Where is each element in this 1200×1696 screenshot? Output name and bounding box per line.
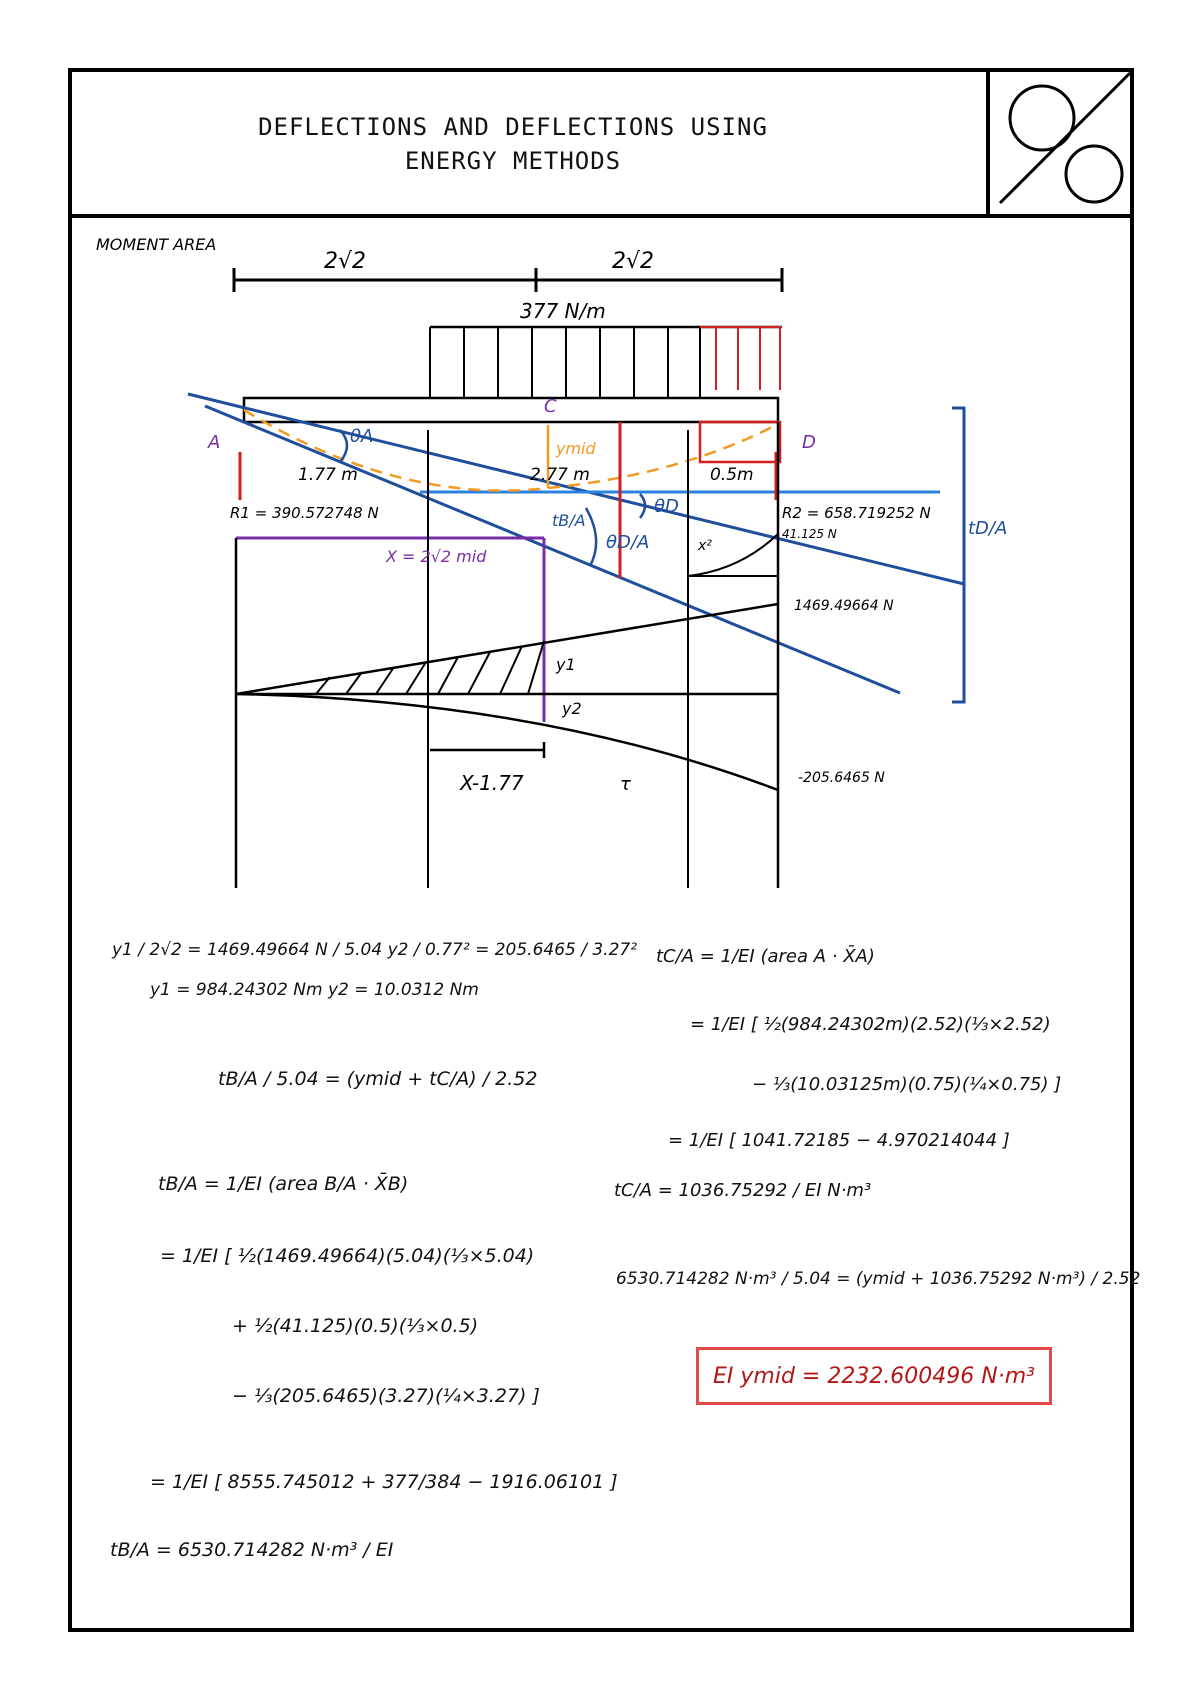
moment-41-label: 41.125 N	[782, 527, 837, 541]
load-arrows	[429, 327, 701, 398]
point-d: D	[802, 432, 816, 453]
page-title: DEFLECTIONS AND DEFLECTIONS USING ENERGY…	[68, 110, 958, 178]
tangent-line-a	[204, 404, 901, 695]
dim-1: 1.77 m	[298, 465, 358, 485]
theta-d: θD	[654, 496, 679, 517]
span-left: 2√2	[324, 249, 366, 274]
span-right: 2√2	[612, 249, 654, 274]
moment-negative	[235, 692, 779, 792]
reaction-b: R2 = 658.719252 N	[782, 504, 931, 522]
y2-label: y2	[561, 699, 582, 718]
tangent-line-d	[187, 392, 965, 586]
tda-label: tD/A	[968, 518, 1007, 539]
point-a: A	[207, 432, 220, 453]
red-up-load	[698, 420, 782, 464]
logo	[986, 68, 1134, 218]
page-frame	[68, 68, 1134, 1632]
tba-label: tB/A	[552, 511, 586, 530]
answer-text: EI ymid = 2232.600496 N·m³	[713, 1363, 1035, 1389]
t-da-bracket	[952, 406, 966, 704]
reaction-a: R1 = 390.572748 N	[230, 504, 379, 522]
shaded-area	[315, 640, 545, 695]
answer-box: EI ymid = 2232.600496 N·m³	[696, 1347, 1052, 1405]
moment-positive	[235, 602, 779, 696]
load-label: 377 N/m	[520, 299, 606, 323]
percent-logo-icon	[998, 71, 1132, 205]
title-line-2: ENERGY METHODS	[404, 147, 622, 175]
t-label: τ	[620, 774, 631, 795]
theta-a: θA	[350, 426, 373, 447]
dim-2: 2.77 m	[530, 465, 590, 485]
y1-label: y1	[555, 655, 576, 674]
method-label: MOMENT AREA	[96, 235, 216, 254]
beam	[242, 396, 780, 424]
dim-3: 0.5m	[710, 465, 754, 485]
title-line-1: DEFLECTIONS AND DEFLECTIONS USING	[258, 113, 768, 141]
moment-neg-label: -205.6465 N	[798, 770, 885, 786]
y-dash-label: x²	[697, 538, 712, 554]
x-dim-label: X-1.77	[459, 771, 524, 795]
load-arrows-red	[700, 326, 782, 390]
elastic-curve	[243, 408, 779, 492]
ymid-label: ymid	[555, 439, 597, 458]
xbar-label: X = 2√2 mid	[385, 547, 487, 566]
moment-pos-label: 1469.49664 N	[794, 598, 894, 614]
title-block	[68, 68, 1134, 218]
theta-ba: θD/A	[606, 532, 649, 553]
point-c: C	[544, 396, 557, 417]
